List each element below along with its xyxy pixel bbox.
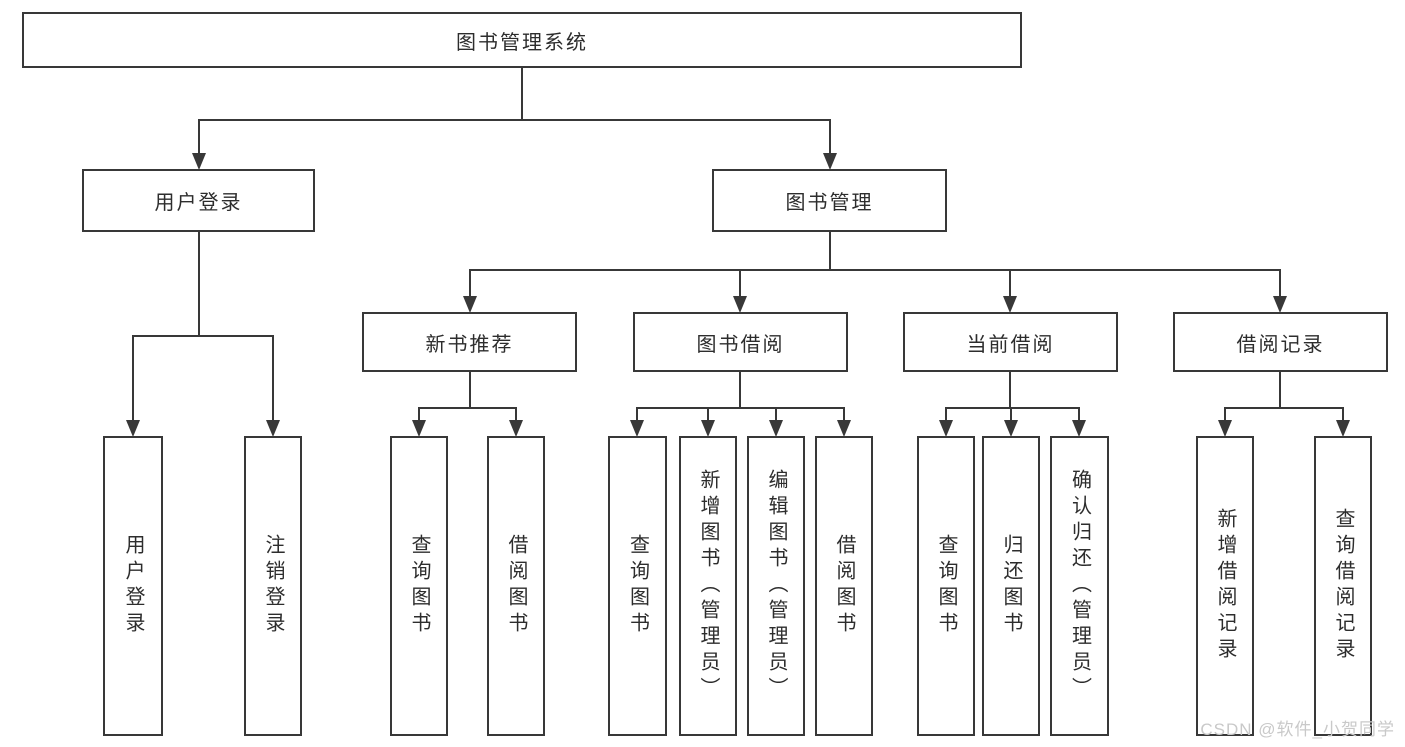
leaf-bb-borrow-book-label: 借阅图书: [833, 534, 855, 638]
leaf-cb-confirm-return-label: 确认归还（管理员）: [1068, 469, 1091, 703]
csdn-watermark: CSDN @软件_小贺同学: [1200, 720, 1395, 739]
node-new-book-rec: 新书推荐: [362, 312, 577, 372]
node-borrow-records-label: 借阅记录: [1236, 333, 1325, 356]
leaf-bb-query-book-label: 查询图书: [626, 534, 649, 638]
leaf-logout-label: 注销登录: [262, 534, 284, 638]
leaf-bb-add-book-label: 新增图书（管理员）: [697, 469, 719, 703]
leaf-logout: 注销登录: [244, 436, 302, 736]
node-user-login-label: 用户登录: [154, 192, 243, 214]
leaf-br-add-record-label: 新增借阅记录: [1214, 508, 1236, 664]
leaf-bb-edit-book-label: 编辑图书（管理员）: [765, 469, 787, 703]
leaf-cb-confirm-return: 确认归还（管理员）: [1050, 436, 1109, 736]
leaf-bb-edit-book: 编辑图书（管理员）: [747, 436, 805, 736]
node-borrow-records: 借阅记录: [1173, 312, 1388, 372]
leaf-rec-borrow-book-label: 借阅图书: [505, 534, 527, 638]
node-book-borrow: 图书借阅: [633, 312, 848, 372]
leaf-cb-query-book: 查询图书: [917, 436, 975, 736]
leaf-br-query-record: 查询借阅记录: [1314, 436, 1372, 736]
node-book-mgmt-label: 图书管理: [785, 192, 874, 214]
node-current-borrow: 当前借阅: [903, 312, 1118, 372]
leaf-cb-return-book-label: 归还图书: [1000, 534, 1022, 638]
arrowheads: [126, 153, 1350, 437]
leaf-rec-borrow-book: 借阅图书: [487, 436, 545, 736]
leaf-rec-query-book: 查询图书: [390, 436, 448, 736]
leaf-rec-query-book-label: 查询图书: [408, 534, 430, 638]
leaf-br-query-record-label: 查询借阅记录: [1332, 508, 1354, 664]
node-book-mgmt: 图书管理: [712, 169, 947, 232]
leaf-bb-query-book: 查询图书: [608, 436, 667, 736]
node-current-borrow-label: 当前借阅: [966, 333, 1055, 356]
leaf-user-login-label: 用户登录: [122, 534, 144, 638]
node-root-label: 图书管理系统: [456, 31, 588, 54]
leaf-bb-borrow-book: 借阅图书: [815, 436, 873, 736]
node-book-borrow-label: 图书借阅: [696, 333, 785, 356]
leaf-br-add-record: 新增借阅记录: [1196, 436, 1254, 736]
leaf-user-login: 用户登录: [103, 436, 163, 736]
leaf-cb-return-book: 归还图书: [982, 436, 1040, 736]
leaf-cb-query-book-label: 查询图书: [935, 534, 957, 638]
node-user-login: 用户登录: [82, 169, 315, 232]
node-root: 图书管理系统: [22, 12, 1022, 68]
leaf-bb-add-book: 新增图书（管理员）: [679, 436, 737, 736]
node-new-book-rec-label: 新书推荐: [425, 333, 514, 356]
